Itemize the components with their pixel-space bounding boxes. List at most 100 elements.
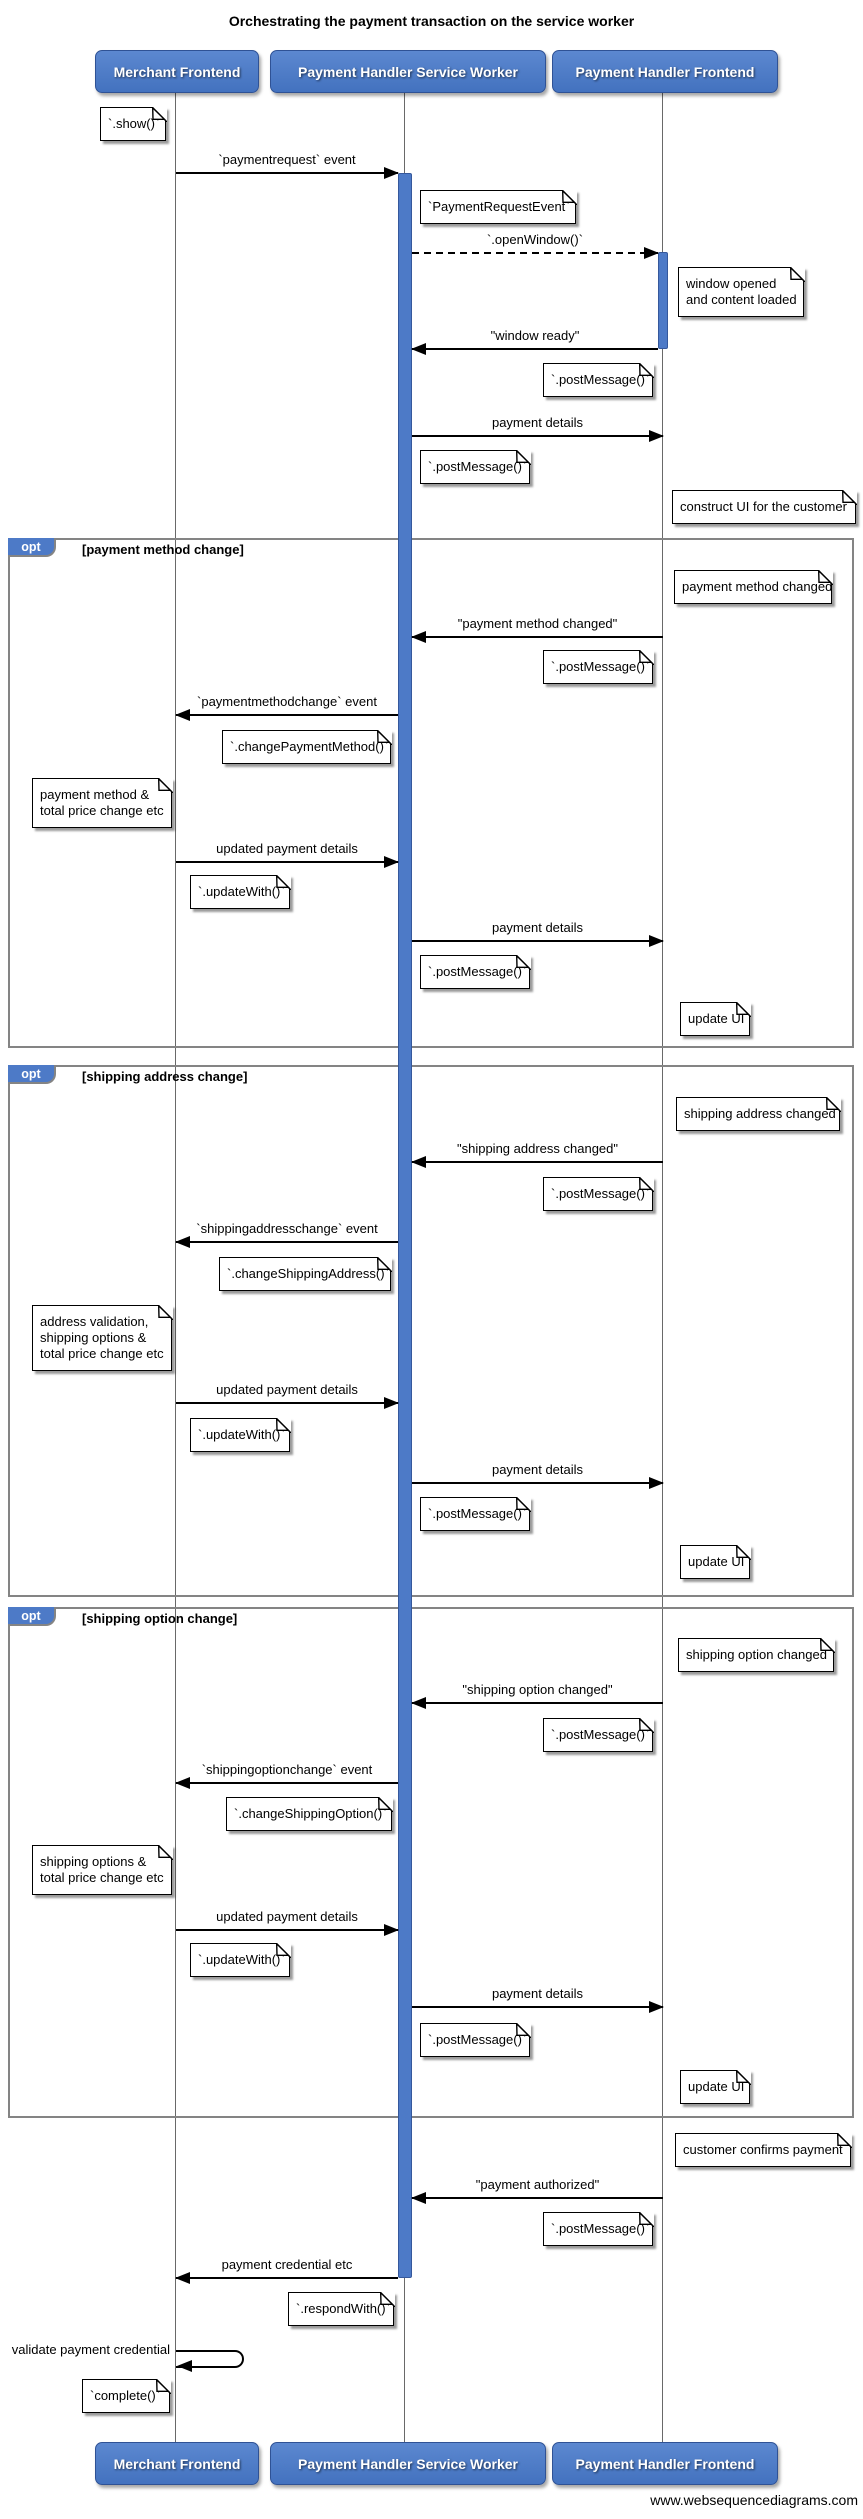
note-text: `.updateWith()` bbox=[198, 1427, 285, 1442]
note-fold-icon bbox=[151, 105, 167, 122]
note-text: payment method & total price change etc bbox=[40, 787, 164, 818]
message-line bbox=[412, 2006, 663, 2008]
opt-guard-label: [payment method change] bbox=[82, 542, 244, 557]
message-label: `paymentmethodchange` event bbox=[197, 694, 377, 709]
arrowhead-icon bbox=[649, 935, 664, 947]
message-label: validate payment credential bbox=[11, 2342, 170, 2357]
opt-guard-label: [shipping option change] bbox=[82, 1611, 238, 1626]
note-11: `.postMessage()` bbox=[420, 953, 531, 989]
note-27: customer confirms payment bbox=[675, 2131, 852, 2167]
actor-top-1: Payment Handler Service Worker bbox=[270, 50, 546, 93]
note-fold-icon bbox=[735, 1543, 751, 1560]
note-text: window opened and content loaded bbox=[686, 276, 797, 307]
arrowhead-icon bbox=[384, 1397, 399, 1409]
message-label: `.openWindow()` bbox=[486, 232, 584, 247]
note-10: `.updateWith()` bbox=[190, 873, 291, 909]
actor-top-0: Merchant Frontend bbox=[95, 50, 259, 93]
note-fold-icon bbox=[377, 1795, 393, 1812]
opt-operator-tab: opt bbox=[8, 1065, 56, 1084]
message-label: "window ready" bbox=[490, 328, 580, 343]
arrowhead-icon bbox=[175, 1236, 190, 1248]
activation-bar-0 bbox=[398, 173, 412, 2278]
note-28: `.postMessage()` bbox=[543, 2210, 654, 2246]
note-fold-icon bbox=[561, 188, 577, 205]
message-line bbox=[176, 714, 398, 716]
message-line bbox=[176, 1782, 398, 1784]
note-3: `.postMessage()` bbox=[543, 361, 654, 397]
message-label: payment details bbox=[491, 1986, 584, 2001]
note-fold-icon bbox=[157, 1303, 173, 1320]
actor-bottom-2: Payment Handler Frontend bbox=[552, 2442, 778, 2485]
opt-fragment-1: opt [shipping address change] bbox=[8, 1065, 854, 1597]
note-9: payment method & total price change etc bbox=[32, 776, 173, 828]
note-24: `.updateWith()` bbox=[190, 1941, 291, 1977]
note-fold-icon bbox=[275, 1941, 291, 1958]
message-label: updated payment details bbox=[216, 841, 358, 856]
note-18: `.postMessage()` bbox=[420, 1495, 531, 1531]
note-fold-icon bbox=[515, 2021, 531, 2038]
note-2: window opened and content loaded bbox=[678, 265, 805, 317]
note-fold-icon bbox=[157, 776, 173, 793]
note-text: `.changePaymentMethod()` bbox=[230, 739, 389, 754]
arrowhead-icon bbox=[649, 2001, 664, 2013]
note-19: update UI bbox=[680, 1543, 751, 1579]
note-17: `.updateWith()` bbox=[190, 1416, 291, 1452]
note-0: `.show()` bbox=[100, 105, 167, 141]
note-1: `PaymentRequestEvent` bbox=[420, 188, 577, 224]
actor-top-2: Payment Handler Frontend bbox=[552, 50, 778, 93]
arrowhead-icon bbox=[411, 343, 426, 355]
message-label: `shippingoptionchange` event bbox=[201, 1762, 373, 1777]
message-line bbox=[412, 348, 658, 350]
arrowhead-icon bbox=[411, 1156, 426, 1168]
arrowhead-icon bbox=[411, 631, 426, 643]
message-label: "payment authorized" bbox=[475, 2177, 600, 2192]
note-fold-icon bbox=[841, 488, 857, 505]
note-fold-icon bbox=[155, 2377, 171, 2394]
note-29: `.respondWith()` bbox=[288, 2290, 395, 2326]
message-label: payment details bbox=[491, 415, 584, 430]
note-8: `.changePaymentMethod()` bbox=[222, 728, 392, 764]
note-fold-icon bbox=[376, 728, 392, 745]
arrowhead-icon bbox=[649, 430, 664, 442]
note-30: `complete()` bbox=[82, 2377, 171, 2413]
opt-operator-tab: opt bbox=[8, 538, 56, 557]
opt-operator-tab: opt bbox=[8, 1607, 56, 1626]
message-label: `shippingaddresschange` event bbox=[196, 1221, 378, 1236]
activation-bar-1 bbox=[658, 252, 668, 349]
message-label: `paymentrequest` event bbox=[218, 152, 356, 167]
note-fold-icon bbox=[638, 1175, 654, 1192]
note-fold-icon bbox=[817, 568, 833, 585]
note-text: address validation, shipping options & t… bbox=[40, 1314, 164, 1361]
note-fold-icon bbox=[515, 448, 531, 465]
note-25: `.postMessage()` bbox=[420, 2021, 531, 2057]
opt-fragment-2: opt [shipping option change] bbox=[8, 1607, 854, 2118]
note-text: `.updateWith()` bbox=[198, 884, 285, 899]
note-fold-icon bbox=[789, 265, 805, 282]
message-label: "payment method changed" bbox=[457, 616, 618, 631]
note-text: `.postMessage()` bbox=[428, 1506, 527, 1521]
note-21: `.postMessage()` bbox=[543, 1716, 654, 1752]
note-15: `.changeShippingAddress()` bbox=[219, 1255, 392, 1291]
note-fold-icon bbox=[825, 1095, 841, 1112]
note-7: `.postMessage()` bbox=[543, 648, 654, 684]
message-label: payment details bbox=[491, 1462, 584, 1477]
note-text: shipping address changed bbox=[684, 1106, 836, 1121]
note-13: shipping address changed bbox=[676, 1095, 841, 1131]
message-line bbox=[176, 861, 398, 863]
actor-bottom-0: Merchant Frontend bbox=[95, 2442, 259, 2485]
arrowhead-icon bbox=[644, 247, 659, 259]
arrowhead-icon bbox=[175, 1777, 190, 1789]
note-20: shipping option changed bbox=[678, 1636, 835, 1672]
arrowhead-icon bbox=[411, 2192, 426, 2204]
note-fold-icon bbox=[836, 2131, 852, 2148]
actor-bottom-1: Payment Handler Service Worker bbox=[270, 2442, 546, 2485]
note-fold-icon bbox=[275, 873, 291, 890]
arrowhead-icon bbox=[649, 1477, 664, 1489]
note-text: `.postMessage()` bbox=[428, 2032, 527, 2047]
message-line bbox=[412, 2197, 663, 2199]
note-text: update UI bbox=[688, 1011, 745, 1026]
note-text: `.postMessage()` bbox=[428, 964, 527, 979]
opt-guard-label: [shipping address change] bbox=[82, 1069, 248, 1084]
message-line bbox=[412, 636, 663, 638]
